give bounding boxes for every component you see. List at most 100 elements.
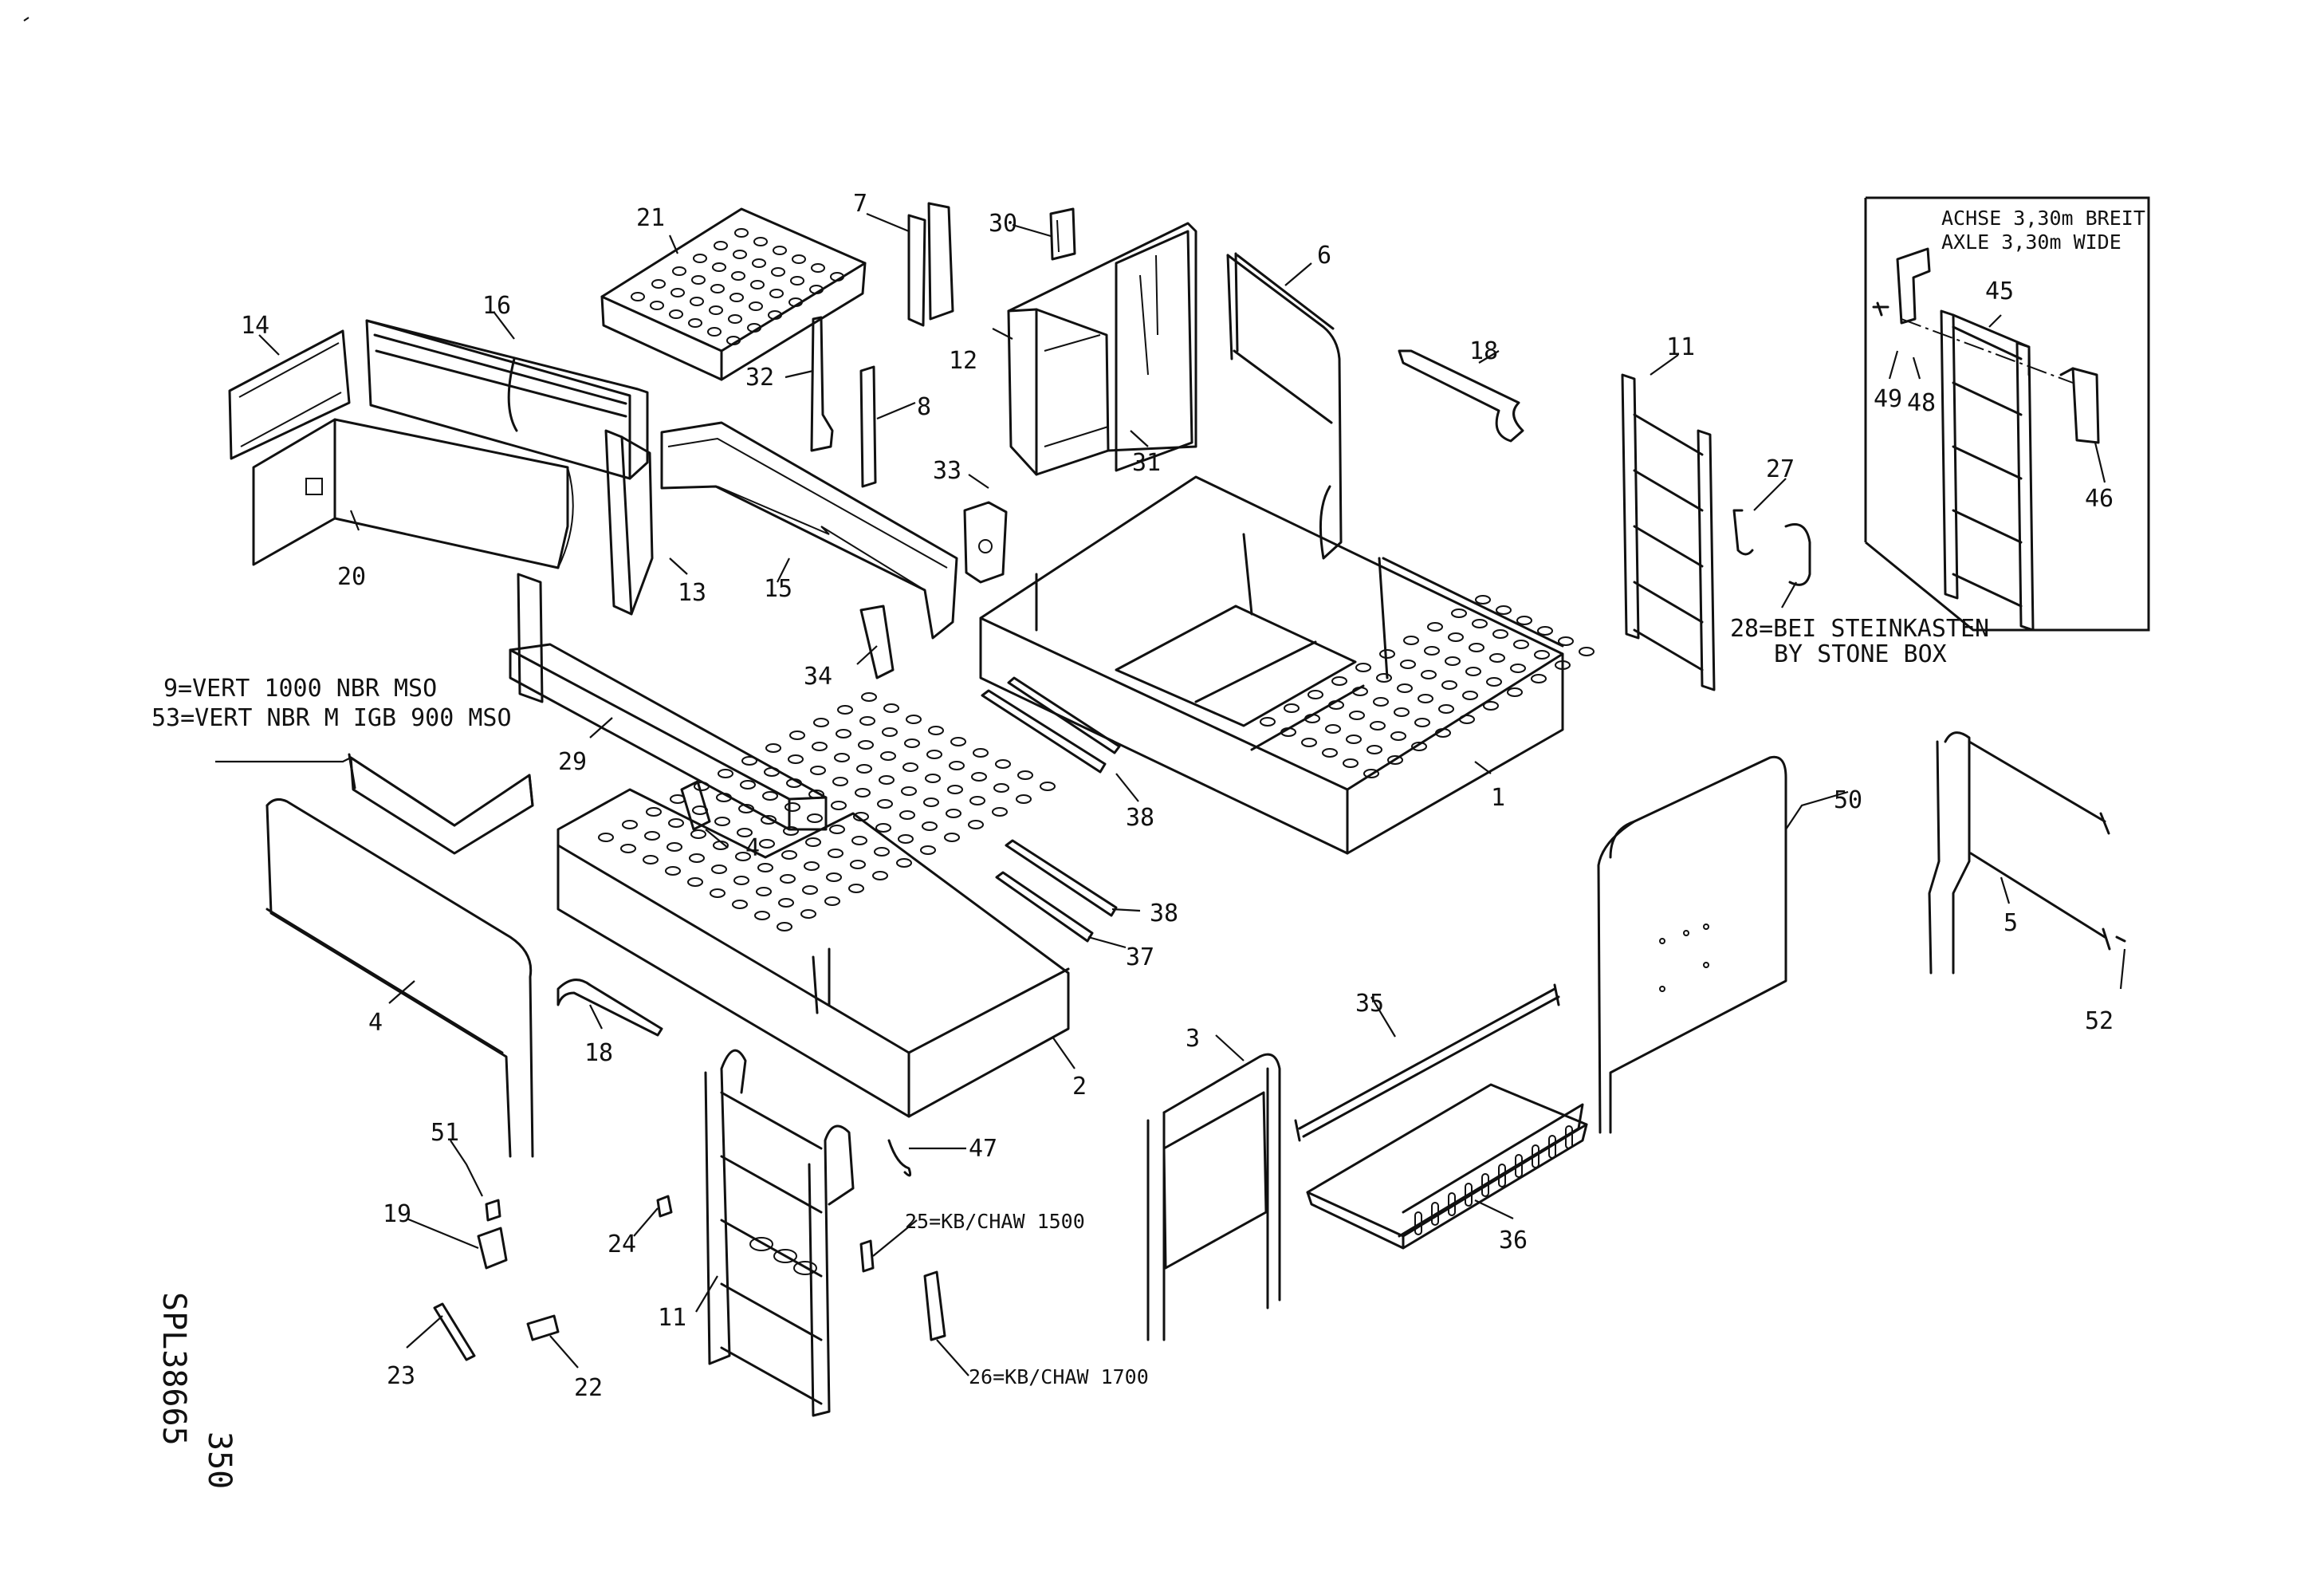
callout-4: 4 [368, 1009, 383, 1037]
perforation-hole [1379, 649, 1395, 659]
perforation-hole [741, 756, 757, 766]
callout-8: 4 [745, 834, 760, 862]
perforation-hole [1411, 742, 1427, 751]
callout-3: 3 [1186, 1025, 1200, 1053]
perforation-hole [1534, 650, 1550, 660]
perforation-hole [1394, 707, 1410, 717]
note-25: 25=KB/CHAW 1500 [905, 1210, 1085, 1233]
perforation-hole [875, 823, 891, 833]
perforation-hole [784, 802, 800, 812]
callout-11: 11 [658, 1304, 686, 1332]
perforation-hole [906, 715, 922, 724]
perforation-hole [734, 228, 749, 238]
note-axle-de: ACHSE 3,30m BREIT [1941, 207, 2145, 230]
perforation-hole [858, 740, 874, 750]
callout-36: 36 [1499, 1227, 1528, 1254]
perforation-hole [710, 888, 726, 898]
perforation-hole [1507, 687, 1523, 697]
perforation-hole [728, 314, 742, 324]
perforation-hole [1390, 731, 1406, 741]
perforation-hole [834, 753, 850, 762]
perforation-hole [1403, 636, 1419, 645]
callout-34: 34 [804, 663, 832, 691]
grate-slot [1448, 1192, 1456, 1216]
perforation-hole [651, 279, 666, 289]
perforation-hole [1465, 667, 1481, 676]
perforation-hole [1355, 663, 1371, 672]
note-stonebox-de: 28=BEI STEINKASTEN [1730, 615, 1989, 643]
part-27-hook [1732, 509, 1811, 586]
perforation-hole [1040, 782, 1056, 791]
part-21-clip [526, 1314, 560, 1341]
callout-5: 5 [2004, 909, 2018, 937]
perforation-hole [733, 250, 747, 259]
perforation-hole [879, 775, 895, 785]
part-13-side-panel [1007, 222, 1197, 476]
perforation-hole [790, 276, 804, 286]
grate-slot [1481, 1173, 1489, 1197]
callout-13: 12 [949, 347, 977, 375]
callout-35: 35 [1355, 990, 1384, 1018]
perforation-hole [754, 911, 770, 920]
perforation-hole [1373, 697, 1389, 707]
perforation-hole [693, 254, 707, 263]
perforation-hole [1322, 748, 1338, 758]
perforation-hole [738, 804, 754, 813]
perforation-hole [689, 853, 705, 863]
part-4-railing [265, 798, 534, 1158]
perforation-hole [672, 266, 686, 276]
perforation-hole [687, 877, 703, 887]
perforation-hole [1307, 690, 1323, 699]
perforation-hole [1328, 700, 1344, 710]
callout-1: 1 [1491, 784, 1505, 812]
grate-slot [1431, 1202, 1439, 1226]
perforation-hole [1376, 673, 1392, 683]
perforation-hole [650, 301, 664, 310]
perforation-hole [904, 738, 920, 748]
perforation-hole [856, 764, 872, 774]
perforation-hole [756, 887, 772, 896]
part-37-bar [995, 871, 1094, 943]
perforation-hole [992, 807, 1008, 817]
part-46-bracket [2059, 367, 2100, 444]
callout-19: 19 [383, 1200, 411, 1228]
part-10-hinge [859, 365, 877, 488]
perforation-hole [1486, 677, 1502, 687]
perforation-hole [788, 297, 803, 307]
perforation-hole [1418, 694, 1433, 703]
perforation-hole [765, 743, 781, 753]
part-17-long-rail [660, 421, 958, 640]
part-52-screw [2115, 935, 2126, 943]
part-11-ladder [704, 1049, 855, 1417]
perforation-hole [807, 813, 823, 823]
perforation-hole [667, 842, 682, 852]
part-6-railing [1226, 252, 1343, 560]
part-22-cover-plate [252, 418, 574, 569]
perforation-hole [850, 860, 866, 869]
side-reference: 350 [201, 1432, 238, 1489]
perforation-hole [872, 871, 888, 880]
axle-detail-frame [1864, 196, 2150, 632]
perforation-hole [707, 327, 722, 337]
perforation-hole [753, 237, 768, 246]
perforation-hole [995, 759, 1011, 769]
perforation-hole [1513, 640, 1529, 649]
grate-slot [1414, 1211, 1422, 1235]
perforation-hole [764, 767, 780, 777]
perforation-hole [902, 762, 918, 772]
callout-50: 50 [1834, 786, 1862, 814]
callout-38b: 38 [1150, 900, 1178, 927]
part-38-bar-b [1005, 839, 1118, 917]
callout-23: 21 [636, 204, 665, 232]
perforation-hole [810, 766, 826, 775]
perforation-hole [1459, 715, 1475, 724]
perforation-hole [855, 788, 871, 798]
callout-48: 49 [1874, 385, 1902, 413]
perforation-hole [1363, 769, 1379, 778]
callout-21: 22 [574, 1374, 603, 1402]
perforation-hole [1438, 704, 1454, 714]
perforation-hole [874, 847, 890, 857]
perforation-hole [1483, 701, 1499, 711]
perforation-hole [735, 852, 751, 861]
perforation-hole [769, 289, 784, 298]
